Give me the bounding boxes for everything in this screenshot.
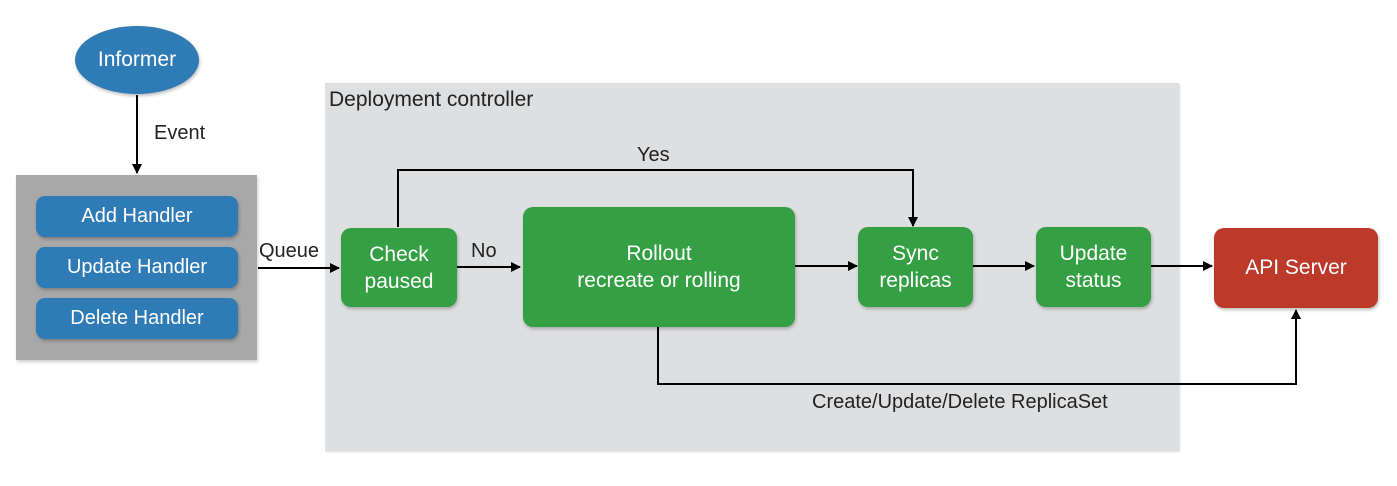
- sync-replicas-line1: Sync: [892, 242, 939, 265]
- update-status-line2: status: [1065, 269, 1122, 292]
- queue-label: Queue: [259, 240, 320, 262]
- check-paused-line2: paused: [364, 269, 434, 293]
- sync-replicas-node: Sync replicas: [858, 227, 973, 307]
- update-handler-label: Update Handler: [66, 256, 208, 278]
- delete-handler-label: Delete Handler: [70, 307, 204, 329]
- rollout-line1: Rollout: [626, 242, 692, 265]
- deployment-controller-title: Deployment controller: [329, 88, 534, 111]
- replicaset-label: Create/Update/Delete ReplicaSet: [812, 391, 1108, 413]
- check-paused-line1: Check: [369, 242, 429, 266]
- api-server-node: API Server: [1214, 228, 1378, 308]
- rollout-line2: recreate or rolling: [577, 269, 741, 292]
- add-handler-node: Add Handler: [36, 196, 238, 237]
- add-handler-label: Add Handler: [81, 205, 193, 227]
- yes-label: Yes: [637, 144, 670, 166]
- sync-replicas-line2: replicas: [879, 269, 952, 292]
- event-label: Event: [154, 122, 206, 144]
- check-paused-node: Check paused: [341, 228, 457, 307]
- delete-handler-node: Delete Handler: [36, 298, 238, 339]
- api-server-label: API Server: [1245, 256, 1347, 279]
- arrow-rollout-to-api-replicaset: [657, 309, 1301, 385]
- informer-label: Informer: [97, 48, 177, 71]
- informer-node: Informer: [75, 26, 199, 94]
- rollout-node: Rollout recreate or rolling: [523, 207, 795, 327]
- update-status-node: Update status: [1036, 227, 1151, 307]
- arrow-check-to-sync-yes: [397, 169, 918, 227]
- no-label: No: [471, 240, 497, 262]
- update-handler-node: Update Handler: [36, 247, 238, 288]
- update-status-line1: Update: [1059, 242, 1128, 265]
